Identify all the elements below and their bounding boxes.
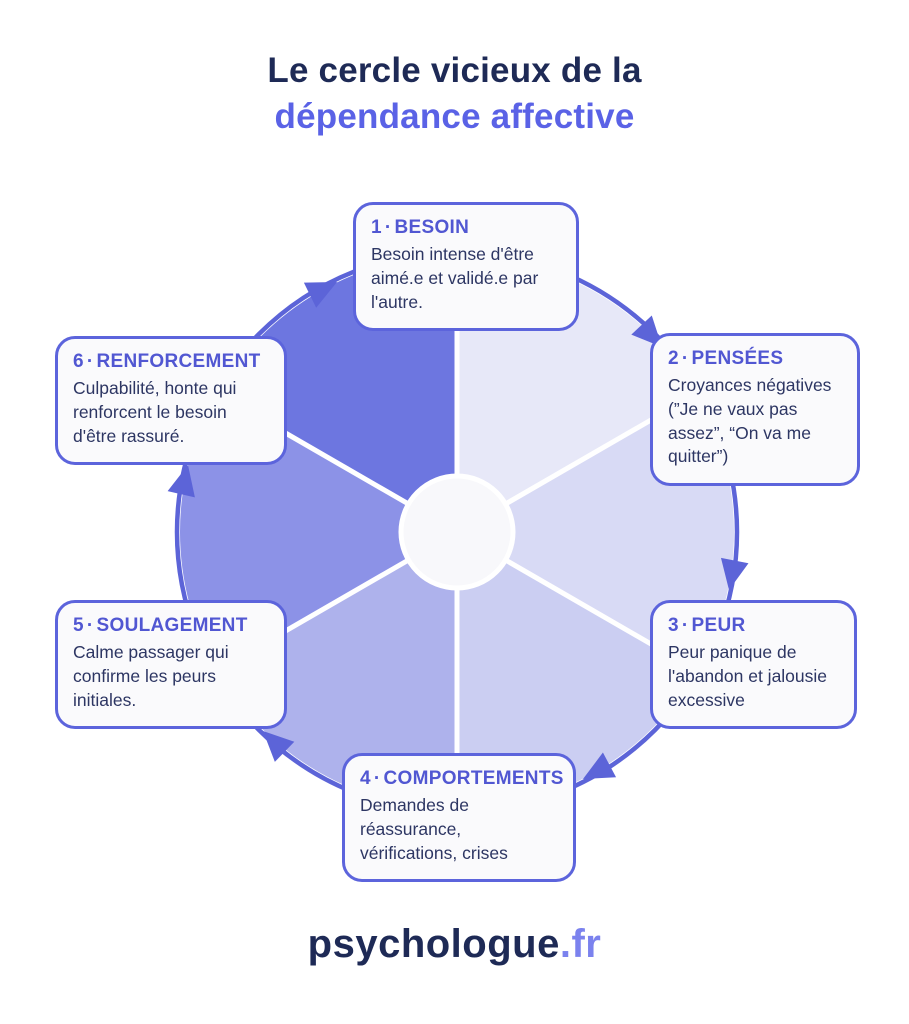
step-description: Calme passager qui confirme les peurs in… [73,642,229,710]
step-box-soulagement: 5·SOULAGEMENT Calme passager qui confirm… [55,600,287,730]
step-heading: 2·PENSÉES [668,348,842,370]
brand-logo: psychologue.fr [0,922,909,967]
step-number: 1 [371,217,382,238]
step-dot: · [681,615,689,636]
step-label: BESOIN [394,217,470,238]
page-title: Le cercle vicieux de la dépendance affec… [0,48,909,140]
step-dot: · [681,348,689,369]
step-heading: 6·RENFORCEMENT [73,351,269,373]
step-label: PENSÉES [691,348,784,369]
step-number: 5 [73,615,84,636]
step-heading: 4·COMPORTEMENTS [360,768,563,790]
title-line-1: Le cercle vicieux de la [267,51,642,90]
step-dot: · [384,217,392,238]
step-heading: 3·PEUR [668,615,839,637]
arrow-to-besoin-icon [303,282,337,308]
step-label: SOULAGEMENT [96,615,248,636]
step-heading: 5·SOULAGEMENT [73,615,269,637]
brand-tld: .fr [559,922,602,966]
brand-name: psychologue [307,922,560,966]
step-description: Croyances négatives (”Je ne vaux pas ass… [668,375,832,467]
step-dot: · [373,768,381,789]
title-line-2: dépendance affective [274,97,635,137]
step-label: RENFORCEMENT [96,351,261,372]
step-box-peur: 3·PEUR Peur panique de l'abandon et jalo… [650,600,857,730]
step-number: 3 [668,615,679,636]
step-description: Culpabilité, honte qui renforcent le bes… [73,378,237,446]
step-heading: 1·BESOIN [371,217,561,239]
arrow-to-renforcement-icon [167,465,195,498]
wedge-peur [457,532,697,809]
arrow-to-soulagement-icon [263,731,295,762]
step-box-besoin: 1·BESOIN Besoin intense d'être aimé.e et… [353,202,579,332]
arrow-to-comportements-icon [583,752,617,779]
step-number: 6 [73,351,84,372]
step-label: COMPORTEMENTS [383,768,564,789]
arrow-to-peur-icon [720,557,749,590]
step-box-renforcement: 6·RENFORCEMENT Culpabilité, honte qui re… [55,336,287,466]
step-dot: · [86,615,94,636]
step-box-pensees: 2·PENSÉES Croyances négatives (”Je ne va… [650,333,860,487]
step-label: PEUR [691,615,746,636]
wheel-center [398,473,516,591]
step-number: 4 [360,768,371,789]
step-dot: · [86,351,94,372]
step-description: Demandes de réassurance, vérifications, … [360,795,508,863]
step-box-comportements: 4·COMPORTEMENTS Demandes de réassurance,… [342,753,576,883]
step-number: 2 [668,348,679,369]
step-description: Besoin intense d'être aimé.e et validé.e… [371,244,539,312]
step-description: Peur panique de l'abandon et jalousie ex… [668,642,828,710]
